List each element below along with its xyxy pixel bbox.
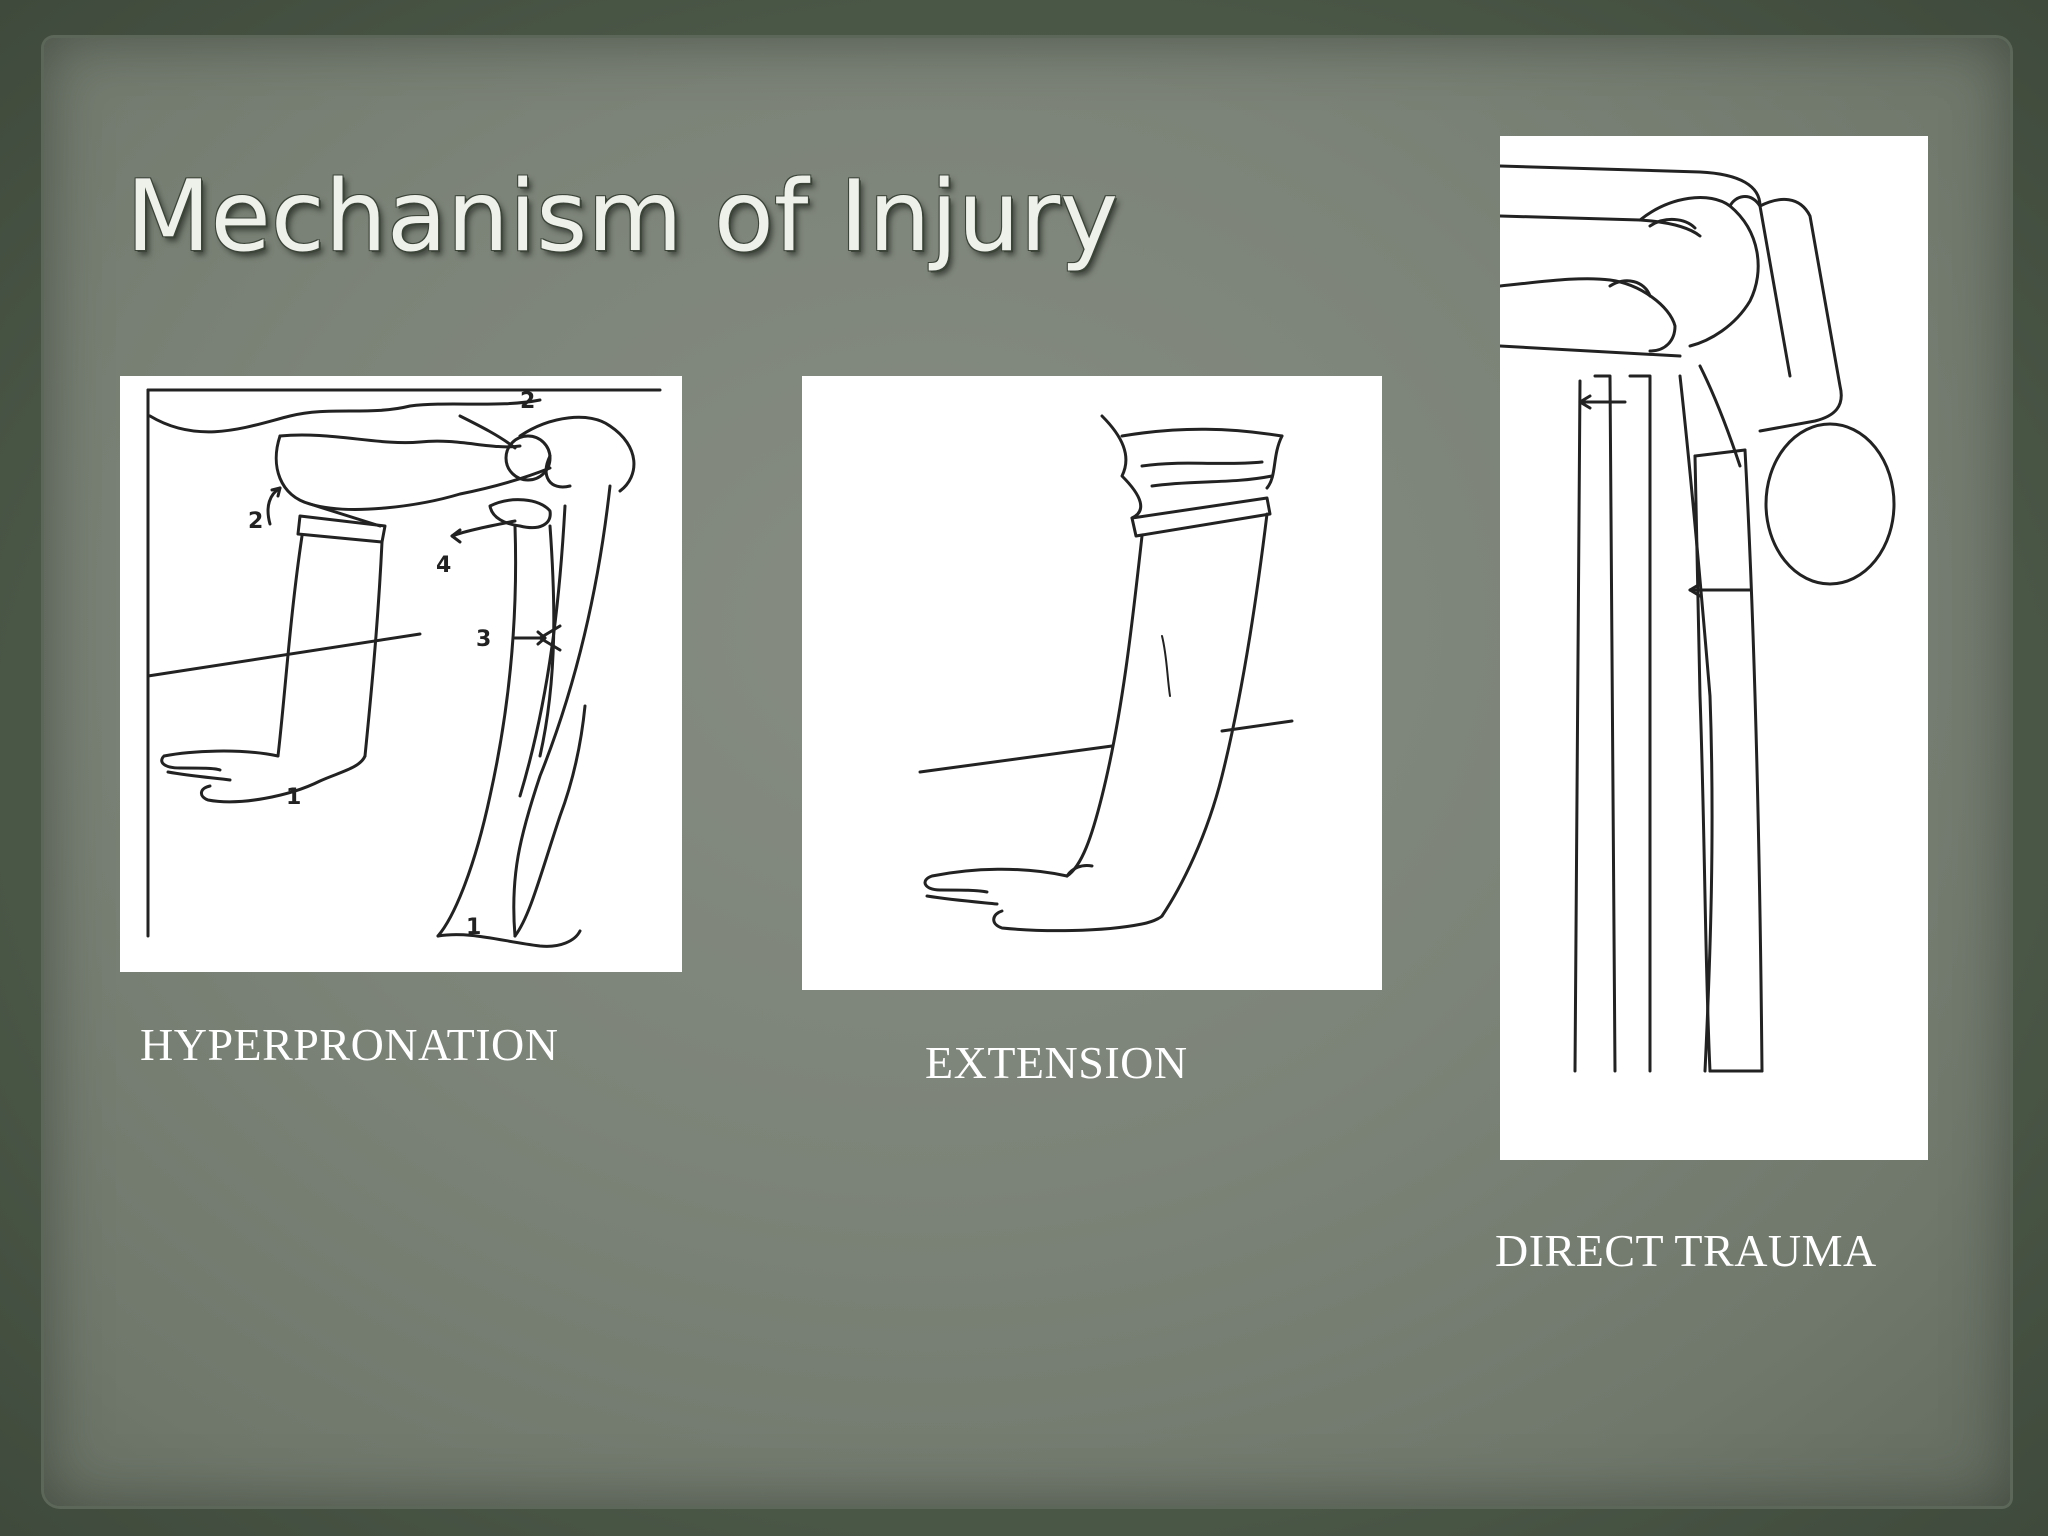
label-1-hand: 1 (286, 785, 301, 810)
hyperpronation-illustration: 2 2 4 3 1 1 (120, 376, 682, 972)
label-3: 3 (476, 627, 491, 652)
label-4: 4 (436, 553, 451, 578)
direct-trauma-drawing (1500, 164, 1896, 1073)
direct-trauma-caption: DIRECT TRAUMA (1495, 1225, 1877, 1276)
slide-title: Mechanism of Injury (126, 160, 1119, 274)
extension-caption: EXTENSION (925, 1037, 1188, 1088)
hyperpronation-drawing: 2 2 4 3 1 1 (146, 388, 662, 948)
extension-drawing (918, 414, 1294, 933)
label-1-bone: 1 (466, 915, 481, 940)
direct-trauma-illustration (1500, 136, 1928, 1160)
extension-illustration (802, 376, 1382, 990)
label-2-top: 2 (520, 389, 535, 414)
label-2-left: 2 (248, 509, 263, 534)
hyperpronation-caption: HYPERPRONATION (140, 1019, 559, 1070)
